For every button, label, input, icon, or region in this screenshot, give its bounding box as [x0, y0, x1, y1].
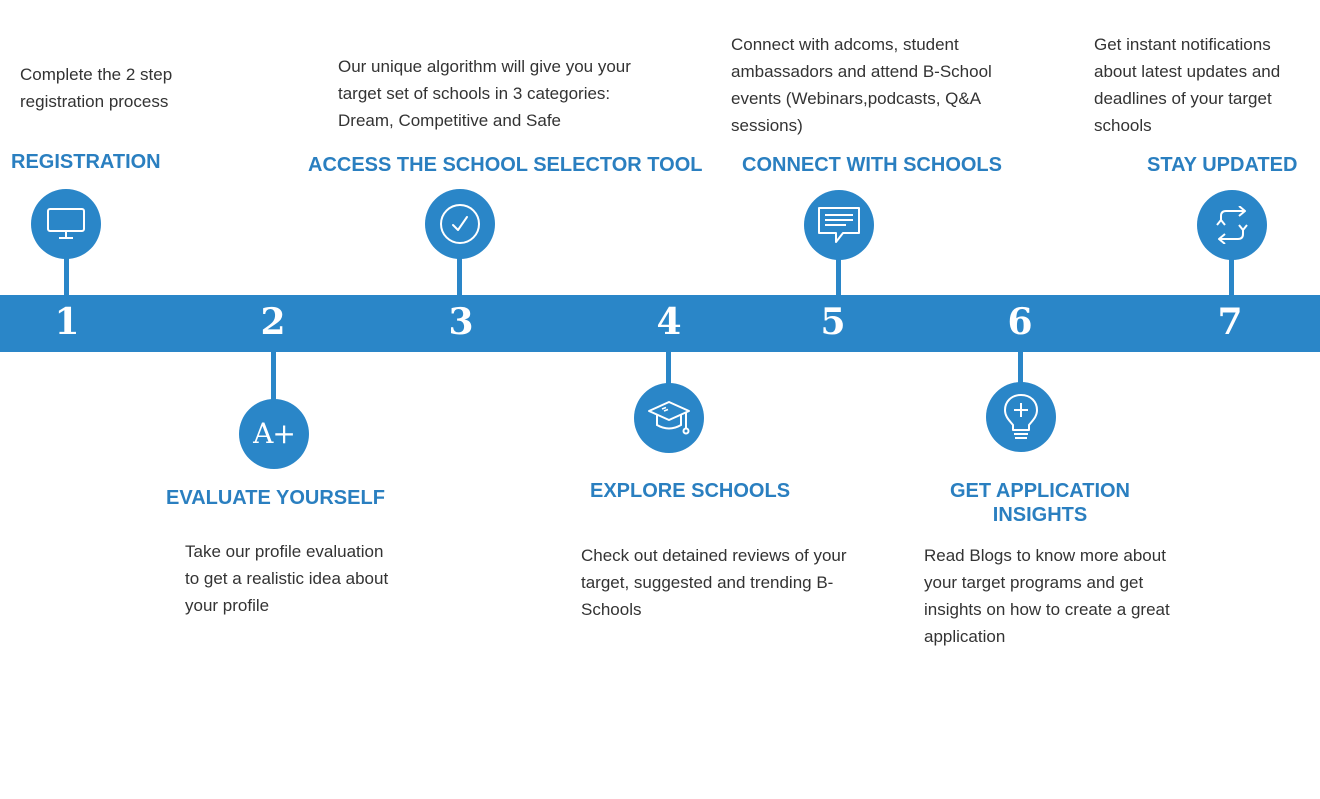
timeline-bar: [0, 295, 1320, 352]
step-5-circle: [804, 190, 874, 260]
step-1-circle: [31, 189, 101, 259]
step-6-number: 6: [1007, 301, 1033, 343]
step-2-circle: A+: [239, 399, 309, 469]
checkmark-circle-icon: [440, 204, 480, 244]
step-3-circle: [425, 189, 495, 259]
step-5-number: 5: [820, 301, 846, 343]
graduation-cap-icon: [648, 401, 690, 435]
step-3-number: 3: [448, 301, 474, 343]
lightbulb-icon: [1004, 394, 1038, 439]
step-2-description: Take our profile evaluation to get a rea…: [185, 542, 389, 615]
step-5-connector: [836, 258, 841, 297]
monitor-icon: [47, 208, 85, 239]
step-7-number: 7: [1217, 301, 1243, 343]
step-3-connector: [457, 257, 462, 297]
step-7-title: STAY UPDATED: [1147, 154, 1298, 176]
step-5-description: Connect with adcoms, student ambassadors…: [731, 35, 992, 135]
step-4-number: 4: [656, 301, 682, 343]
chat-bubble-icon: [818, 207, 860, 243]
step-2-number: 2: [260, 301, 286, 343]
step-1-description: Complete the 2 step registration process: [20, 65, 173, 111]
step-6-circle: [986, 382, 1056, 452]
step-7-circle: [1197, 190, 1267, 260]
refresh-icon: [1216, 206, 1248, 244]
step-3-title: ACCESS THE SCHOOL SELECTOR TOOL: [308, 154, 703, 176]
step-5-title: CONNECT WITH SCHOOLS: [742, 154, 1002, 176]
step-7-description: Get instant notifications about latest u…: [1094, 35, 1281, 135]
step-2-connector: [271, 350, 276, 402]
step-6-title: GET APPLICATION INSIGHTS: [950, 480, 1130, 526]
step-4-circle: [634, 383, 704, 453]
step-6-connector: [1018, 350, 1023, 384]
step-3-description: Our unique algorithm will give you your …: [338, 57, 631, 130]
step-7-connector: [1229, 258, 1234, 297]
step-6-description: Read Blogs to know more about your targe…: [924, 546, 1170, 646]
step-4-description: Check out detained reviews of your targe…: [581, 546, 847, 619]
step-4-connector: [666, 350, 671, 385]
step-1-title: REGISTRATION: [11, 151, 161, 173]
step-4-title: EXPLORE SCHOOLS: [590, 480, 791, 502]
step-2-title: EVALUATE YOURSELF: [166, 487, 385, 509]
a-plus-icon: A+: [253, 417, 296, 450]
step-1-connector: [64, 257, 69, 297]
step-1-number: 1: [54, 301, 80, 343]
